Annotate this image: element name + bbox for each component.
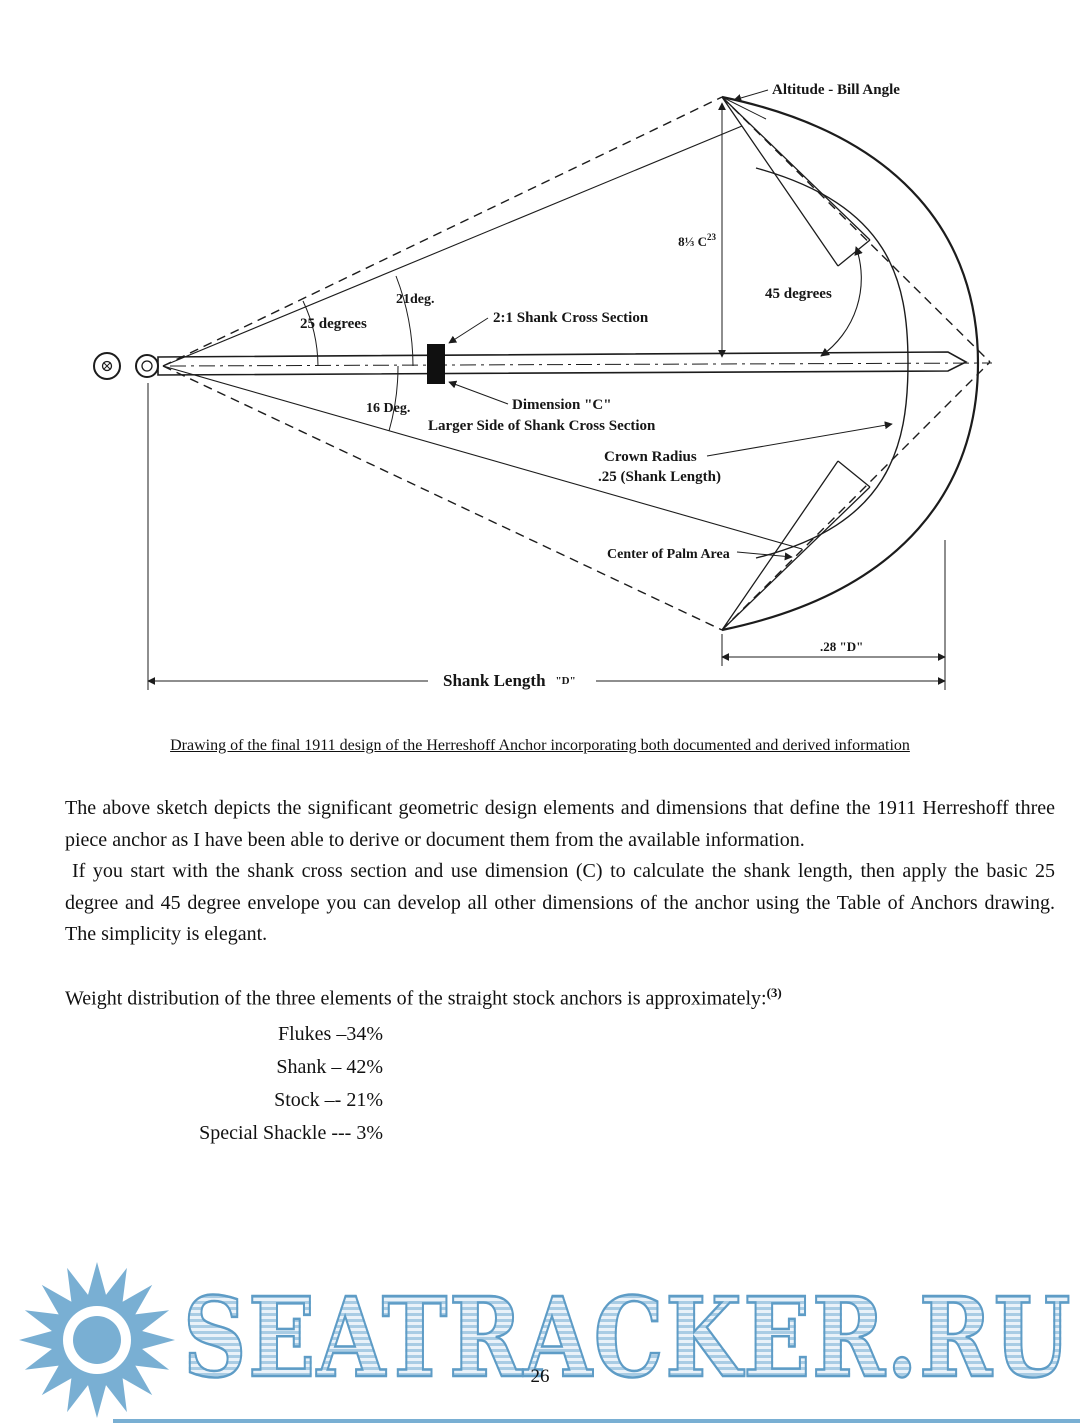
anchor-diagram: Altitude - Bill Angle 8⅓ C23 45 degrees … xyxy=(93,82,993,692)
altitude-dimension xyxy=(718,96,767,358)
body-text: The above sketch depicts the significant… xyxy=(65,793,1055,1149)
label-shank-cross-section: 2:1 Shank Cross Section xyxy=(493,310,649,326)
watermark-text: SEATRACKER.RU xyxy=(182,1273,1073,1402)
weight-item-shackle: Special Shackle --- 3% xyxy=(199,1121,383,1144)
weight-distribution-intro: Weight distribution of the three element… xyxy=(65,983,1055,1015)
label-25-degrees: 25 degrees xyxy=(300,316,367,332)
label-center-of-palm: Center of Palm Area xyxy=(607,547,730,562)
shank-cross-section-marker xyxy=(427,344,445,384)
anchor-arms xyxy=(721,95,980,632)
label-shank-length: Shank Length"D" xyxy=(443,671,576,690)
leader-lines xyxy=(448,89,893,561)
label-16-degrees: 16 Deg. xyxy=(366,401,410,416)
page-number: 26 xyxy=(530,1366,550,1387)
left-angle-arcs xyxy=(302,275,414,432)
label-altitude-bill-angle: Altitude - Bill Angle xyxy=(772,82,900,98)
stock-eye xyxy=(93,352,159,380)
label-21-degrees: 21deg. xyxy=(396,292,435,307)
label-crown-radius-value: .25 (Shank Length) xyxy=(598,469,721,485)
weight-intro-text: Weight distribution of the three element… xyxy=(65,987,767,1010)
paragraph-2: If you start with the shank cross sectio… xyxy=(65,860,1055,946)
label-crown-radius: Crown Radius xyxy=(604,449,697,465)
label-altitude-dim: 8⅓ C23 xyxy=(678,232,716,249)
watermark-underline xyxy=(113,1419,1080,1423)
label-28-d: .28 "D" xyxy=(820,639,863,654)
paragraph-1: The above sketch depicts the significant… xyxy=(65,797,1055,851)
shank xyxy=(157,351,993,376)
label-dimension-c-sub: Larger Side of Shank Cross Section xyxy=(428,418,656,434)
label-dimension-c: Dimension "C" xyxy=(512,397,612,413)
angle-reference-lines xyxy=(162,125,803,550)
shank-length-label-backing xyxy=(428,668,596,692)
weight-item-shank: Shank – 42% xyxy=(276,1056,383,1079)
envelope-dashed-lines xyxy=(162,96,991,631)
footnote-reference: (3) xyxy=(766,984,782,1000)
weight-item-stock: Stock –- 21% xyxy=(274,1088,383,1111)
weight-item-flukes: Flukes –34% xyxy=(278,1023,383,1046)
arc-45-degrees xyxy=(820,246,863,357)
weight-list: Flukes –34% Shank – 42% Stock –- 21% Spe… xyxy=(65,1018,383,1149)
label-45-degrees: 45 degrees xyxy=(765,286,832,302)
figure-caption: Drawing of the final 1911 design of the … xyxy=(170,737,910,754)
